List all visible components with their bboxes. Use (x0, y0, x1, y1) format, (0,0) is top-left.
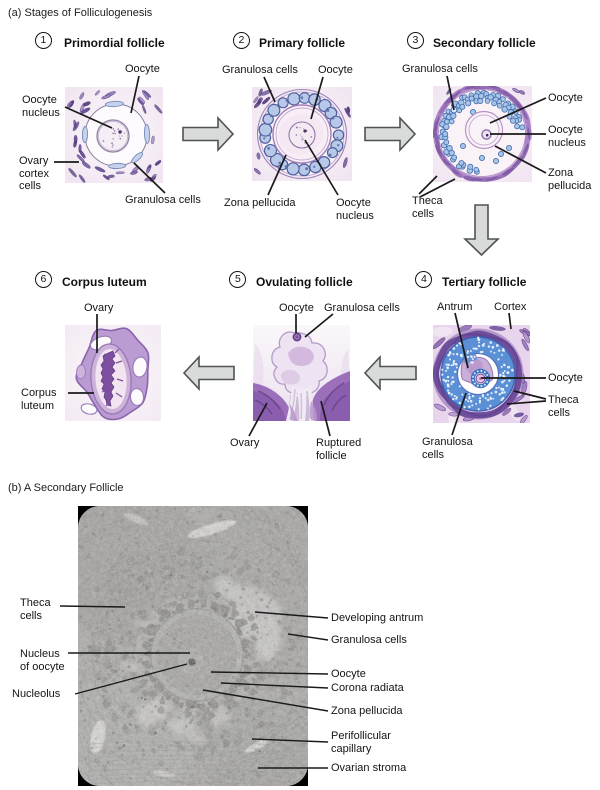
stage-number-2: 2 (238, 34, 245, 47)
label-granulosa-cells-stage3: Granulosa cells (402, 63, 478, 75)
stage-number-circle-4: 4 (415, 271, 433, 289)
stage-number-circle-6: 6 (34, 271, 52, 289)
label-corona-radiata-micrograph: Corona radiata (331, 682, 404, 694)
stage-title-2: Primary follicle (259, 35, 346, 50)
label-oocyte-stage1: Oocyte (125, 63, 160, 75)
label-zona-pellucida-micrograph: Zona pellucida (331, 705, 403, 717)
stage-number-circle-2: 2 (232, 32, 250, 50)
primordial-follicle-illustration (65, 87, 163, 183)
label-corpus-luteum-stage6: Corpus luteum (21, 387, 57, 412)
label-ruptured-follicle-stage5: Ruptured follicle (316, 437, 362, 462)
stage-title-3: Secondary follicle (433, 35, 536, 50)
stage-number-6: 6 (40, 273, 47, 286)
corpus-luteum-illustration (65, 325, 161, 421)
label-oocyte-stage3: Oocyte (548, 92, 583, 104)
texture-scatter (472, 369, 490, 388)
label-ovary-stage5: Ovary (230, 437, 260, 449)
texture-scatter (442, 123, 479, 173)
label-theca-cells-stage3: Theca cells (412, 195, 443, 220)
label-ovarian-stroma-micrograph: Ovarian stroma (331, 762, 407, 774)
label-oocyte-stage4: Oocyte (548, 372, 583, 384)
texture-scatter (441, 336, 514, 411)
stage-number-circle-3: 3 (406, 32, 424, 50)
stage-title-4: Tertiary follicle (442, 274, 527, 289)
secondary-follicle-micrograph (78, 506, 308, 786)
stage-title-1: Primordial follicle (64, 35, 165, 50)
part-a-title: (a) Stages of Folliculogenesis (8, 7, 153, 19)
ovulating-follicle-illustration (253, 325, 350, 421)
label-zona-pellucida-stage2: Zona pellucida (224, 197, 296, 209)
label-ovary-stage6: Ovary (84, 302, 114, 314)
arrow-stage3-to-stage4-icon (463, 204, 500, 257)
stage-number-circle-1: 1 (34, 32, 52, 50)
label-antrum-stage4: Antrum (437, 301, 473, 313)
label-developing-antrum-micrograph: Developing antrum (331, 612, 424, 624)
label-granulosa-cells-stage4: Granulosa cells (422, 436, 473, 461)
label-zona-pellucida-stage3: Zona pellucida (548, 167, 592, 192)
label-oocyte-nucleus-stage2: Oocyte nucleus (336, 197, 374, 222)
label-ovary-cortex-cells-stage1: Ovary cortex cells (19, 155, 49, 192)
label-oocyte-stage5: Oocyte (279, 302, 314, 314)
label-oocyte-micrograph: Oocyte (331, 668, 366, 680)
stage-number-circle-5: 5 (229, 271, 247, 289)
label-cortex-stage4: Cortex (494, 301, 527, 313)
secondary-follicle-illustration (433, 86, 532, 182)
stage-title-6: Corpus luteum (62, 274, 147, 289)
label-theca-cells-stage4: Theca cells (548, 394, 579, 419)
arrow-stage5-to-stage6-icon (182, 354, 235, 392)
label-oocyte-nucleus-stage3: Oocyte nucleus (548, 124, 586, 149)
label-theca-cells-micrograph: Theca cells (20, 597, 51, 622)
label-granulosa-cells-stage1: Granulosa cells (125, 194, 201, 206)
label-oocyte-nucleus-stage1: Oocyte nucleus (22, 94, 60, 119)
stage-number-4: 4 (420, 273, 427, 286)
stage-number-5: 5 (234, 273, 241, 286)
arrow-stage1-to-stage2-icon (182, 115, 235, 153)
label-nucleolus-micrograph: Nucleolus (12, 688, 61, 700)
stage-title-5: Ovulating follicle (256, 274, 353, 289)
primary-follicle-illustration (252, 87, 352, 181)
label-nucleus-of-oocyte-micrograph: Nucleus of oocyte (20, 648, 65, 673)
label-oocyte-stage2: Oocyte (318, 64, 353, 76)
label-perifollicular-capillary-micrograph: Perifollicular capillary (331, 730, 391, 755)
part-b-title: (b) A Secondary Follicle (8, 482, 124, 494)
tertiary-follicle-illustration (433, 325, 530, 423)
label-granulosa-cells-stage5: Granulosa cells (324, 302, 400, 314)
stage-number-1: 1 (40, 34, 47, 47)
label-granulosa-cells-micrograph: Granulosa cells (331, 634, 407, 646)
label-granulosa-cells-stage2: Granulosa cells (222, 64, 298, 76)
arrow-stage2-to-stage3-icon (364, 115, 417, 153)
stage-number-3: 3 (412, 34, 419, 47)
arrow-stage4-to-stage5-icon (363, 354, 417, 392)
